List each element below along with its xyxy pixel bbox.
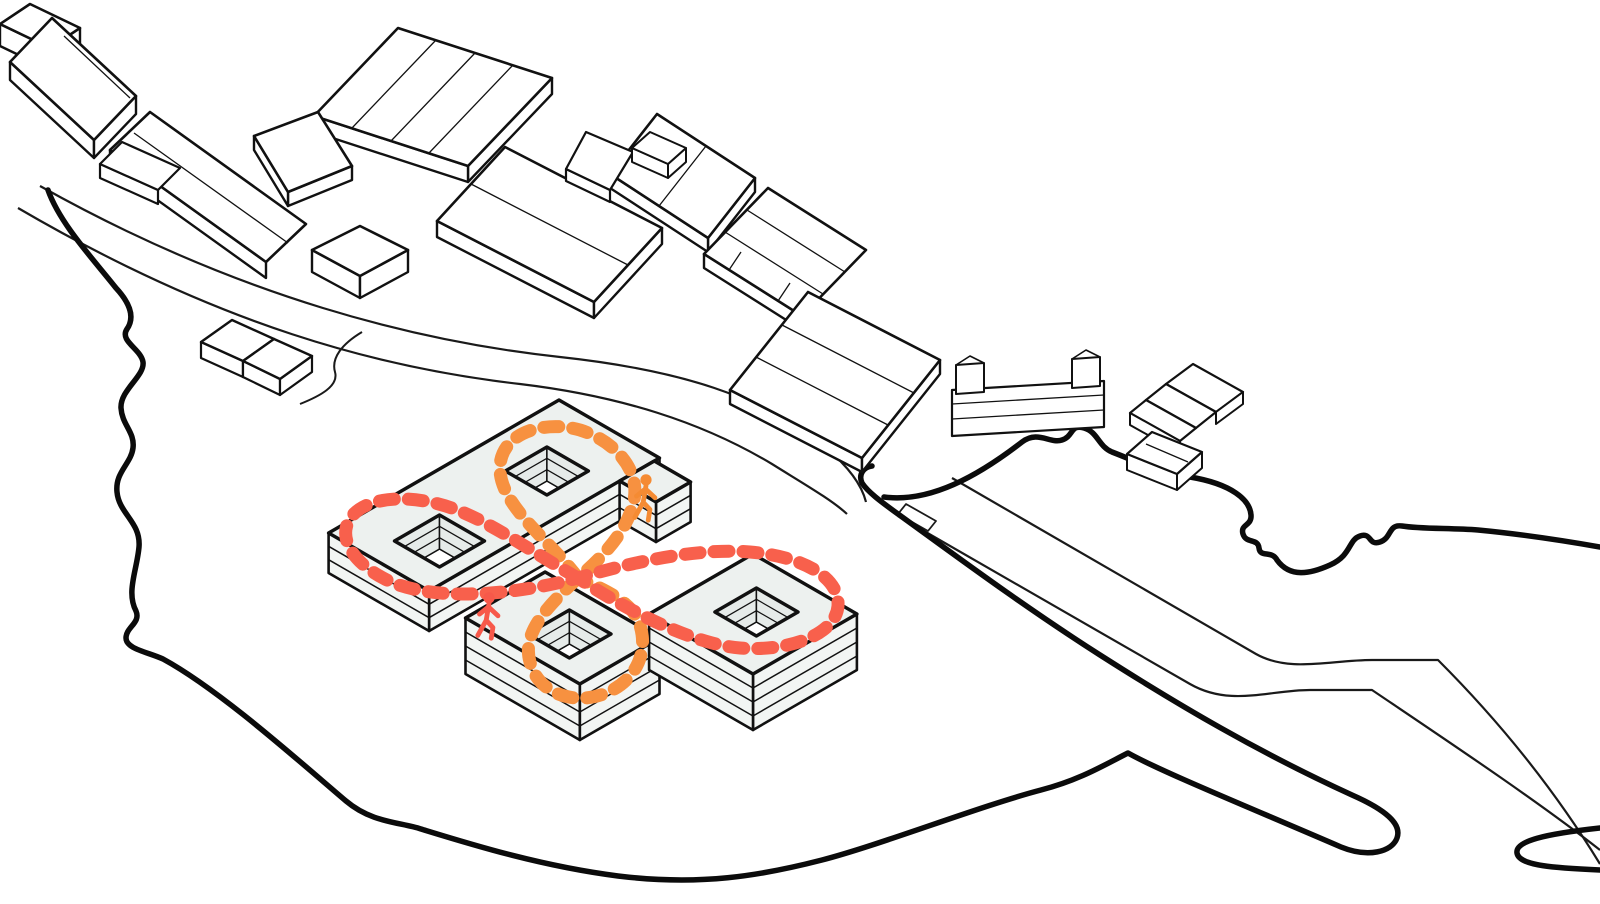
bldg-grandstand-tower2-gable <box>1071 349 1101 360</box>
bldg-bar-east-ridge1 <box>781 324 915 394</box>
main-building-south-block <box>463 570 662 742</box>
main-building-east-block-floor-line <box>752 627 858 689</box>
walking-person-orange <box>632 474 658 523</box>
main-building-north-arm-floor-line <box>655 494 691 516</box>
site-boundary <box>45 187 1401 883</box>
bldg-h-arm-roof <box>252 110 354 194</box>
bldg-bar2-ridge <box>133 132 289 244</box>
main-building-northwest-block-roof <box>326 398 662 593</box>
walking-person-red-head <box>483 592 495 604</box>
circulation-loop-red <box>339 492 845 656</box>
field-marking <box>897 503 937 532</box>
bldg-bar-east-roof <box>728 290 942 460</box>
main-building-northwest-block-floor-line <box>328 559 430 619</box>
main-building-south-block-floor-line <box>579 679 660 727</box>
terrain-boundary-right <box>881 424 1600 576</box>
main-building-north-arm-floor-line <box>655 508 691 530</box>
bldg-bar2-annex-roof <box>98 140 182 192</box>
bldg-bar-mid-ridge <box>470 183 629 266</box>
field-edge-left <box>897 515 1600 851</box>
bldg-bar-east-ridge2 <box>755 356 889 426</box>
bldg-sawtooth-tooth1 <box>728 251 742 271</box>
road-lower <box>17 207 848 515</box>
walking-person-orange-body <box>632 483 658 523</box>
corner-road-hook <box>1514 825 1600 873</box>
circulation-loop-orange <box>493 420 649 705</box>
walking-person-red <box>475 592 501 641</box>
bldg-complex-step-roof <box>564 130 635 192</box>
walking-person-red-body <box>475 601 501 641</box>
bldg-grandstand-line1 <box>951 394 1105 405</box>
bldg-complex-roofline <box>658 145 707 207</box>
main-building-east-block-floor-line <box>648 655 754 717</box>
bldg-gable-small-ridge <box>1145 443 1189 463</box>
bldg-sawtooth-tooth2 <box>777 282 791 302</box>
main-building-south-block-floor-line <box>465 631 581 699</box>
field-edge-right <box>951 477 1600 865</box>
bldg-bar-tl-ridge <box>63 35 131 99</box>
bldg-grandstand-tower2 <box>1071 356 1101 389</box>
bldg-bar-tl-roof <box>8 16 138 142</box>
bldg-h-slab-line2 <box>390 52 476 142</box>
bldg-cube-mid-roof <box>310 224 410 278</box>
bldg-h-slab-line1 <box>351 39 437 129</box>
bldg-complex-box-roof <box>631 131 687 165</box>
bldg-grandstand-tower1 <box>955 362 985 395</box>
main-building-east-block-floor-line <box>752 641 858 703</box>
main-building-east-block-floor-line <box>648 627 754 689</box>
bldg-h-slab-line3 <box>428 64 514 154</box>
main-building-east-block-floor-line <box>648 641 754 703</box>
road-hook-branch <box>299 331 363 405</box>
bldg-sawtooth-ridge2 <box>724 231 824 295</box>
walking-person-orange-head <box>640 474 652 486</box>
bldg-stepped-wall-se <box>1215 391 1244 425</box>
bldg-grandstand-tower1-gable <box>955 355 985 366</box>
bldg-gable-small-roof <box>1125 430 1204 476</box>
main-building-east-block-floor-line <box>752 655 858 717</box>
bldg-sawtooth-ridge1 <box>746 209 846 273</box>
bldg-bar2-roof <box>108 110 308 264</box>
main-building-south-block-floor-line <box>465 659 581 727</box>
bldg-twin2-roof <box>241 337 314 381</box>
bldg-grandstand-line2 <box>951 409 1105 420</box>
bldg-grandstand-face <box>950 379 1106 438</box>
